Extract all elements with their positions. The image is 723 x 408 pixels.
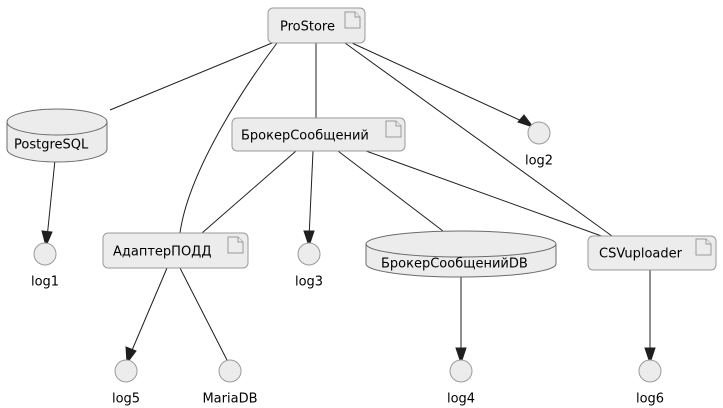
edge-broker-log3 xyxy=(303,150,315,248)
circle-node-log1[interactable]: log1 xyxy=(31,242,59,290)
database-brokerdb[interactable]: БрокерСообщенийDB xyxy=(365,230,557,278)
component-csvuploader[interactable]: CSVuploader xyxy=(587,235,717,271)
circle-log3[interactable] xyxy=(297,242,321,266)
circle-mariadb[interactable] xyxy=(218,359,242,383)
edge-broker-brokerdb xyxy=(337,150,444,232)
edge-prostore-adapter xyxy=(179,42,278,234)
circle-node-mariadb[interactable]: MariaDB xyxy=(202,359,258,407)
circle-node-log4[interactable]: log4 xyxy=(447,359,475,407)
component-icon-fold xyxy=(237,237,243,243)
component-icon-fold xyxy=(705,239,711,245)
edge-layer xyxy=(41,42,656,365)
database-brokerdb-top xyxy=(365,230,557,258)
component-icon-fold xyxy=(354,12,360,18)
circle-log2[interactable] xyxy=(527,121,551,145)
edge-brokerdb-log4 xyxy=(455,275,467,365)
database-postgresql-top xyxy=(6,108,108,136)
component-adapter-label: АдаптерПОДД xyxy=(113,245,212,260)
database-postgresql[interactable]: PostgreSQL xyxy=(6,108,108,163)
circle-log4-label: log4 xyxy=(447,392,475,407)
component-icon xyxy=(695,238,712,256)
circle-log3-label: log3 xyxy=(295,275,323,290)
component-csvuploader-label: CSVuploader xyxy=(599,247,683,262)
component-broker[interactable]: БрокерСообщений xyxy=(231,117,406,152)
circle-log4[interactable] xyxy=(449,359,473,383)
circle-node-log2[interactable]: log2 xyxy=(525,121,553,169)
circle-mariadb-label: MariaDB xyxy=(202,392,257,407)
component-adapter[interactable]: АдаптерПОДД xyxy=(102,232,249,269)
component-csvuploader-box[interactable] xyxy=(587,235,717,271)
edge-prostore-csvuploader xyxy=(344,42,613,237)
component-prostore-box[interactable] xyxy=(267,7,366,44)
circle-node-log5[interactable]: log5 xyxy=(112,359,140,407)
edge-prostore-postgresql xyxy=(109,42,273,111)
database-brokerdb-label: БрокерСообщенийDB xyxy=(381,257,528,272)
circle-node-log3[interactable]: log3 xyxy=(295,242,323,290)
edge-postgresql-log1 xyxy=(41,159,56,248)
circle-log6-label: log6 xyxy=(636,392,664,407)
circle-log6[interactable] xyxy=(638,359,662,383)
circle-log1[interactable] xyxy=(33,242,57,266)
circle-log5-label: log5 xyxy=(112,392,140,407)
database-postgresql-label: PostgreSQL xyxy=(14,138,89,153)
edge-broker-adapter xyxy=(201,150,297,234)
circle-log2-label: log2 xyxy=(525,154,553,169)
component-prostore[interactable]: ProStore xyxy=(267,7,366,44)
component-broker-box[interactable] xyxy=(231,117,406,152)
circle-log5[interactable] xyxy=(114,359,138,383)
edge-adapter-log5 xyxy=(125,267,168,365)
component-icon-fold xyxy=(395,121,401,127)
component-prostore-label: ProStore xyxy=(280,20,335,35)
circle-node-log6[interactable]: log6 xyxy=(636,359,664,407)
circle-log1-label: log1 xyxy=(31,275,59,290)
component-broker-label: БрокерСообщений xyxy=(241,129,369,144)
edge-adapter-mariadb xyxy=(179,267,229,363)
component-icon xyxy=(227,236,244,254)
edge-csvuploader-log6 xyxy=(644,270,656,365)
edge-broker-csvuploader xyxy=(365,150,608,239)
component-adapter-box[interactable] xyxy=(102,232,249,269)
component-icon xyxy=(344,11,361,29)
component-icon xyxy=(385,120,402,138)
edge-prostore-log2 xyxy=(351,42,535,128)
